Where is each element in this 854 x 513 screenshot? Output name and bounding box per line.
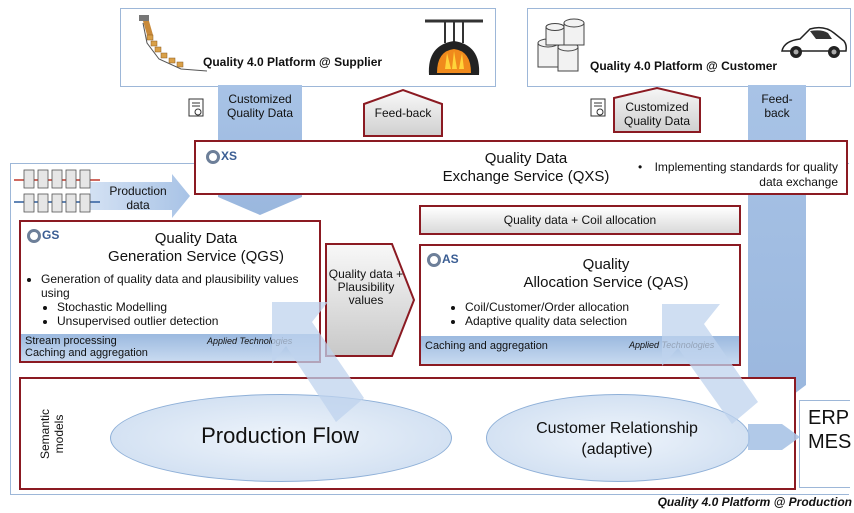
production-flow-label: Production Flow (201, 423, 359, 448)
quality-plausibility-label: Quality data + Plausibility values (328, 267, 404, 307)
customer-label: Quality 4.0 Platform @ Customer (590, 59, 778, 73)
feedback-label-right: Feed-back (761, 92, 793, 120)
coil-allocation-banner: Quality data + Coil allocation (419, 205, 741, 235)
qgs-technologies-band: Stream processing Caching and aggregatio… (21, 334, 319, 361)
supplier-platform-box: Quality 4.0 Platform @ Supplier (120, 8, 496, 87)
production-data-arrow (90, 174, 190, 218)
qgs-sub-bullet-2: Unsupervised outlier detection (57, 314, 317, 328)
qxs-bullet-block: • Implementing standards for quality dat… (638, 160, 838, 189)
coil-rolls-icon (537, 18, 585, 72)
qgs-tech-2: Caching and aggregation (25, 347, 148, 359)
steel-plant-icon (139, 15, 208, 72)
production-line-icon (14, 169, 100, 213)
qgs-box: GS Quality Data Generation Service (QGS)… (19, 220, 321, 363)
production-platform-label: Quality 4.0 Platform @ Production (657, 495, 852, 509)
mes-label: MES (808, 431, 852, 453)
qxs-box: XS Quality Data Exchange Service (QXS) •… (194, 140, 848, 195)
production-data-label: Production data (109, 184, 167, 212)
coil-allocation-label: Quality data + Coil allocation (503, 213, 657, 227)
semantic-models-label: Semantic models (38, 408, 66, 460)
customer-relationship-line1: Customer Relationship (536, 420, 698, 437)
feedback-arrow-left (363, 88, 443, 137)
customized-data-label-right: Customized Quality Data (623, 100, 691, 128)
qgs-tech-1: Stream processing (25, 335, 117, 347)
customer-relationship-line2: (adaptive) (581, 441, 653, 458)
qgs-tech-label: Applied Technologies (207, 336, 293, 346)
certificate-icon-right (590, 98, 606, 117)
qgs-sub-bullet-1: Stochastic Modelling (57, 300, 317, 314)
qxs-logo: XS (206, 149, 237, 164)
production-flow-ellipse (110, 394, 452, 482)
qas-title-line1: Quality (582, 256, 630, 273)
erp-mes-box (799, 400, 850, 488)
qxs-title-line1: Quality Data (484, 150, 568, 167)
qxs-title-line2: Exchange Service (QXS) (442, 168, 610, 185)
qas-bullet-1: Coil/Customer/Order allocation (465, 300, 731, 314)
qgs-logo: GS (27, 228, 59, 243)
qas-bullet-2: Adaptive quality data selection (465, 314, 731, 328)
erp-label: ERP (808, 407, 850, 429)
upward-arrow-customer (662, 304, 758, 424)
erp-connector-arrow (748, 424, 800, 450)
feedback-label-left: Feed-back (374, 106, 432, 120)
customized-data-arrow-right (613, 86, 701, 133)
upward-arrow-production (272, 302, 364, 422)
customized-data-label-left: Customized Quality Data (226, 92, 294, 120)
qxs-bullet: Implementing standards for quality data … (654, 160, 838, 189)
customer-relationship-ellipse (486, 394, 750, 482)
furnace-icon (425, 19, 483, 75)
qas-logo: AS (427, 252, 459, 267)
qgs-bullet-main: Generation of quality data and plausibil… (41, 272, 317, 300)
supplier-label: Quality 4.0 Platform @ Supplier (203, 55, 383, 69)
qgs-title-line1: Quality Data (154, 230, 238, 247)
qas-title-line2: Allocation Service (QAS) (523, 274, 689, 291)
quality-plausibility-arrow (325, 243, 416, 357)
certificate-icon-left (188, 98, 204, 117)
qas-tech-1: Caching and aggregation (425, 340, 548, 352)
customer-platform-box: Quality 4.0 Platform @ Customer (527, 8, 851, 87)
qgs-title-line2: Generation Service (QGS) (108, 248, 284, 265)
car-icon (781, 26, 847, 58)
